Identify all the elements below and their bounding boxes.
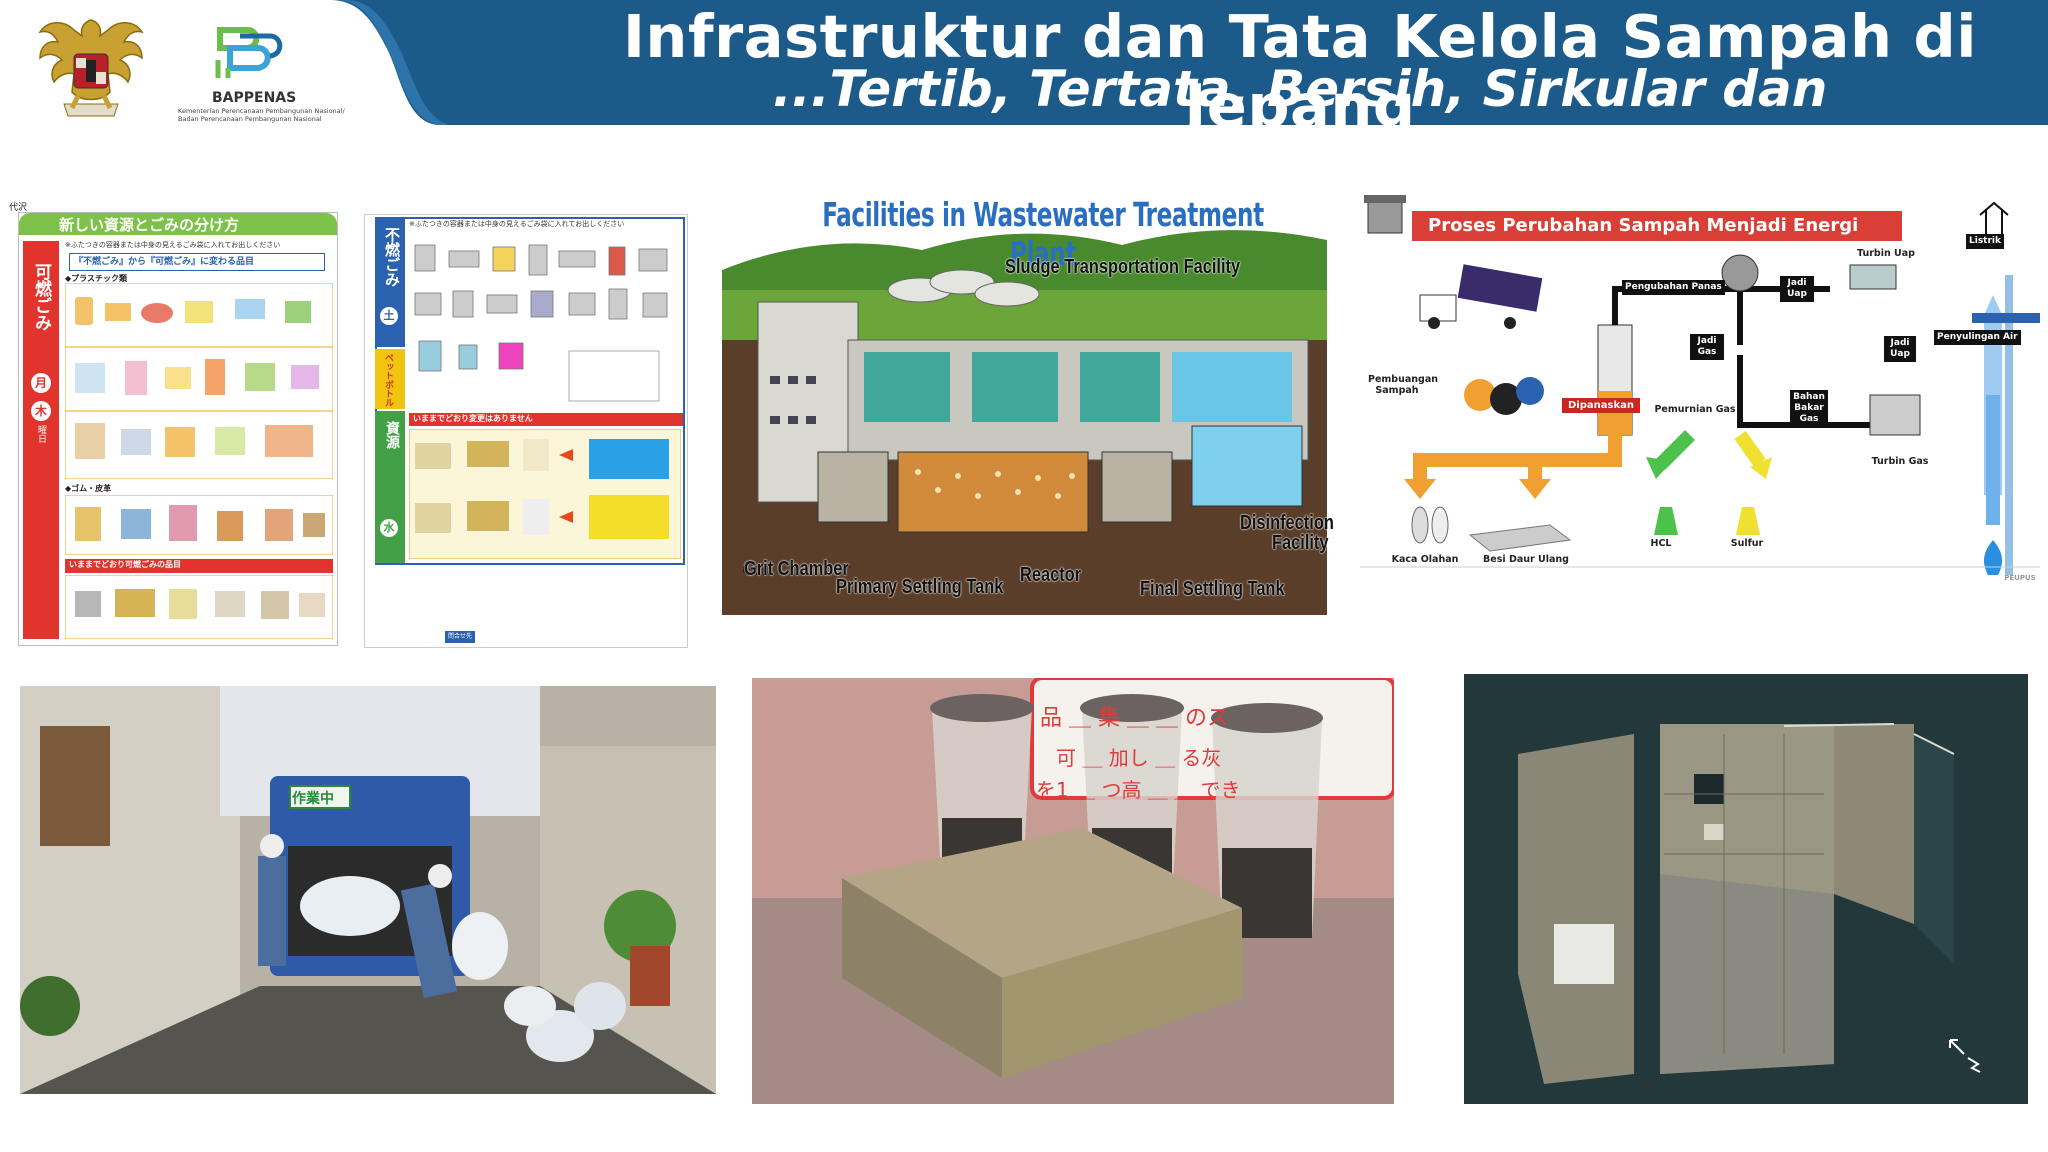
label-turbin-gas: Turbin Gas xyxy=(1871,456,1929,467)
poster-mid-note: ※ふたつきの容器または中身の見えるごみ袋に入れてお出しください xyxy=(409,220,625,228)
org-line-1: Kementerian Perencanaan Pembangunan Nasi… xyxy=(178,107,345,115)
poster-note: ※ふたつきの容器または中身の見えるごみ袋に入れてお出しください xyxy=(65,241,281,249)
side-strip-resource xyxy=(375,411,405,563)
noncombustible-items-illustration xyxy=(414,244,668,402)
label-pengubahan: Pengubahan Panas xyxy=(1622,280,1725,295)
plastic-items-illustration xyxy=(65,283,333,479)
label-jadi-uap-2: Jadi Uap xyxy=(1884,336,1916,362)
wastewater-plant-illustration xyxy=(722,230,1327,615)
garbage-collection-photo xyxy=(20,686,716,1094)
side-label-noncombustible: 不燃ごみ xyxy=(383,227,401,287)
aerial-landfill-photo xyxy=(1464,674,2028,1104)
label-jadi-gas: Jadi Gas xyxy=(1690,334,1724,360)
final-tank-label: Final Settling Tank xyxy=(1140,578,1285,600)
sludge-facility-label: Sludge Transportation Facility xyxy=(1005,256,1241,278)
waste-energy-title: Proses Perubahan Sampah Menjadi Energi xyxy=(1412,211,1902,241)
label-besi: Besi Daur Ulang xyxy=(1483,554,1569,565)
wastewater-diagram: Grit Chamber xyxy=(722,190,1327,615)
sign-text-line-1: 品 ＿ 集 ＿ ＿ のス xyxy=(1040,706,1229,731)
corner-label: 代沢 xyxy=(9,203,28,213)
sign-text-line-3: を1 ＿ つ高 ＿ ＿ でき xyxy=(1036,778,1241,802)
grit-chamber-text: Grit Chamber xyxy=(744,558,849,580)
day-monday: 月 xyxy=(31,373,51,393)
header-banner xyxy=(330,0,2048,125)
org-line-2: Badan Perencanaan Pembangunan Nasional xyxy=(178,115,322,123)
combustible-items-illustration xyxy=(65,575,333,639)
day-thursday: 木 xyxy=(31,401,51,421)
poster-side-strip xyxy=(23,241,59,639)
label-sulfur: Sulfur xyxy=(1730,538,1764,549)
waste-to-energy-diagram xyxy=(1360,195,2040,595)
label-pemurnian: Pemurnian Gas xyxy=(1654,404,1736,415)
disinfection-label-1: Disinfection xyxy=(1240,512,1334,534)
changed-header: 『不燃ごみ』から『可燃ごみ』に変わる品目 xyxy=(69,253,325,271)
page-subtitle: ...Tertib, Tertata, Bersih, Sirkular dan… xyxy=(772,60,1828,176)
waste-energy-flow xyxy=(1360,195,2040,575)
day-suffix: 曜日 xyxy=(36,425,46,443)
sorting-poster-noncombustible: 不燃ごみ 土 ペットボトル 資源 水 ※ふたつきの容器または中身の見えるごみ袋に… xyxy=(364,214,688,648)
day-wednesday: 水 xyxy=(380,519,398,537)
reactor-label: Reactor xyxy=(1020,564,1082,586)
label-dipanaskan: Dipanaskan xyxy=(1562,398,1640,413)
side-strip-pet xyxy=(375,349,405,409)
side-label-resource: 資源 xyxy=(384,421,400,449)
sign-text-line-2: 可 ＿ 加し ＿ る灰 xyxy=(1056,746,1222,770)
org-name: BAPPENAS xyxy=(212,90,297,106)
unchanged-header-mid: いままでどおり変更はありません xyxy=(409,413,683,426)
label-jadi-uap-1: Jadi Uap xyxy=(1780,276,1814,302)
grit-chamber-label: Grit Chamber xyxy=(742,560,851,579)
sorting-poster-combustible: 新しい資源とごみの分け方 可燃ごみ 月 木 曜日 ※ふたつきの容器または中身の見… xyxy=(18,212,338,646)
resource-items-illustration xyxy=(409,429,681,559)
label-listrik: Listrik xyxy=(1966,234,2004,249)
disinfection-label-2: Facility xyxy=(1272,532,1329,554)
rubber-items-illustration xyxy=(65,495,333,555)
label-kaca: Kaca Olahan xyxy=(1391,554,1459,565)
wastewater-title: Facilities in Wastewater Treatment Plant xyxy=(822,195,1264,273)
label-penyulingan: Penyulingan Air xyxy=(1934,330,2021,345)
poster-banner xyxy=(19,213,337,235)
rubber-header: ◆ゴム・皮革 xyxy=(65,484,112,493)
truck-sign-text: 作業中 xyxy=(292,791,334,807)
side-label-pet: ペットボトル xyxy=(383,353,393,407)
bappenas-logo xyxy=(215,27,283,78)
plastic-header: ◆プラスチック類 xyxy=(65,274,127,283)
label-pembuangan: Pembuangan Sampah xyxy=(1368,374,1439,396)
day-saturday-1: 土 xyxy=(380,307,398,325)
label-bahan-bakar: Bahan Bakar Gas xyxy=(1790,390,1828,427)
poster-banner-text: 新しい資源とごみの分け方 xyxy=(59,216,240,234)
page-title: Infrastruktur dan Tata Kelola Sampah di … xyxy=(622,2,1977,140)
garuda-emblem-logo xyxy=(38,19,144,117)
side-strip-noncombustible xyxy=(375,217,405,347)
contact-label: 問合せ先 xyxy=(445,631,475,643)
poster-side-label: 可燃ごみ xyxy=(31,263,51,331)
recycled-brick-photo xyxy=(752,678,1394,1104)
primary-tank-label: Primary Settling Tank xyxy=(836,576,1004,598)
unchanged-header-left: いままでどおり可燃ごみの品目 xyxy=(65,559,333,573)
label-turbin-uap: Turbin Uap xyxy=(1857,248,1915,259)
label-credit: PEUPUS xyxy=(2004,574,2036,582)
label-hcl: HCL xyxy=(1650,538,1672,549)
poster-mid-footer xyxy=(375,569,685,629)
